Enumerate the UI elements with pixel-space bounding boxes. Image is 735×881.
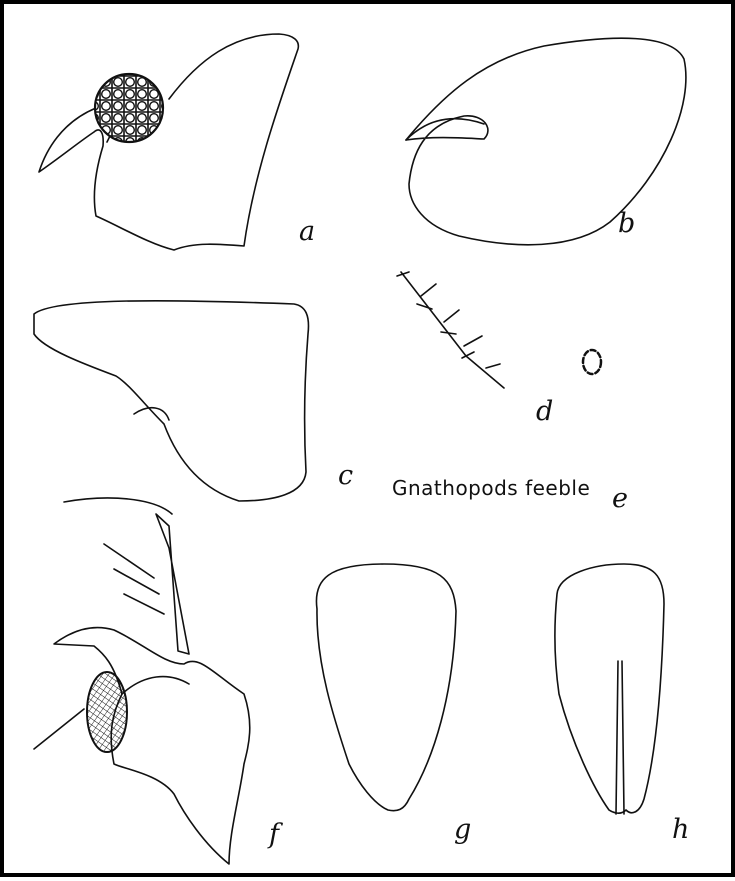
figure-f-mouthpart bbox=[34, 498, 250, 864]
figure-d-label: d bbox=[536, 398, 553, 425]
figure-h-telson bbox=[555, 564, 664, 814]
figure-a-label: a bbox=[299, 218, 315, 245]
figure-e-label: e bbox=[612, 485, 628, 512]
figure-b-plate bbox=[406, 38, 686, 245]
plate-drawings bbox=[4, 4, 735, 881]
figure-a-head bbox=[39, 34, 298, 250]
figure-b-label: b bbox=[618, 210, 635, 237]
figure-g-telson bbox=[316, 564, 456, 811]
figure-d-antenna bbox=[397, 272, 504, 388]
figure-g-label: g bbox=[454, 816, 471, 843]
figure-h-label: h bbox=[672, 816, 689, 843]
figure-e-ring bbox=[583, 350, 601, 374]
figure-c-label: c bbox=[338, 462, 353, 489]
figure-caption: Gnathopods feeble bbox=[392, 476, 590, 500]
figure-f-label: f bbox=[269, 821, 279, 848]
figure-c-plate bbox=[34, 301, 308, 501]
